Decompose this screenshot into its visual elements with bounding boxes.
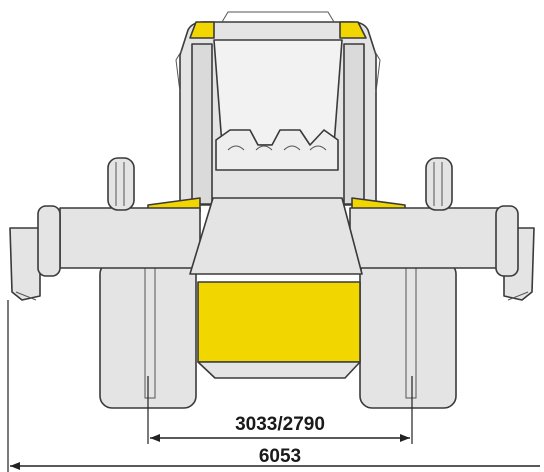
lower-yellow-body [197, 281, 361, 363]
left-front-wheel [107, 157, 135, 211]
right-front-wheel [425, 157, 453, 211]
left-stabilizer [9, 205, 61, 301]
axle-beam [59, 207, 499, 269]
left-mirror [175, 49, 183, 93]
track-width-dimension: 3033/2790 [147, 376, 413, 444]
left-roof-light [189, 21, 215, 39]
overall-width-label: 6053 [259, 446, 301, 467]
right-stabilizer [495, 205, 535, 301]
right-mirror [373, 49, 381, 93]
cab-interior [215, 129, 339, 171]
right-tire [359, 261, 457, 409]
engine-hood [189, 197, 363, 275]
roof-handrail [221, 11, 335, 23]
track-width-label: 3033/2790 [235, 414, 325, 435]
right-roof-light [339, 21, 367, 39]
undercarriage [197, 361, 361, 379]
overall-width-dimension: 6053 [7, 300, 540, 472]
cab [175, 11, 381, 206]
